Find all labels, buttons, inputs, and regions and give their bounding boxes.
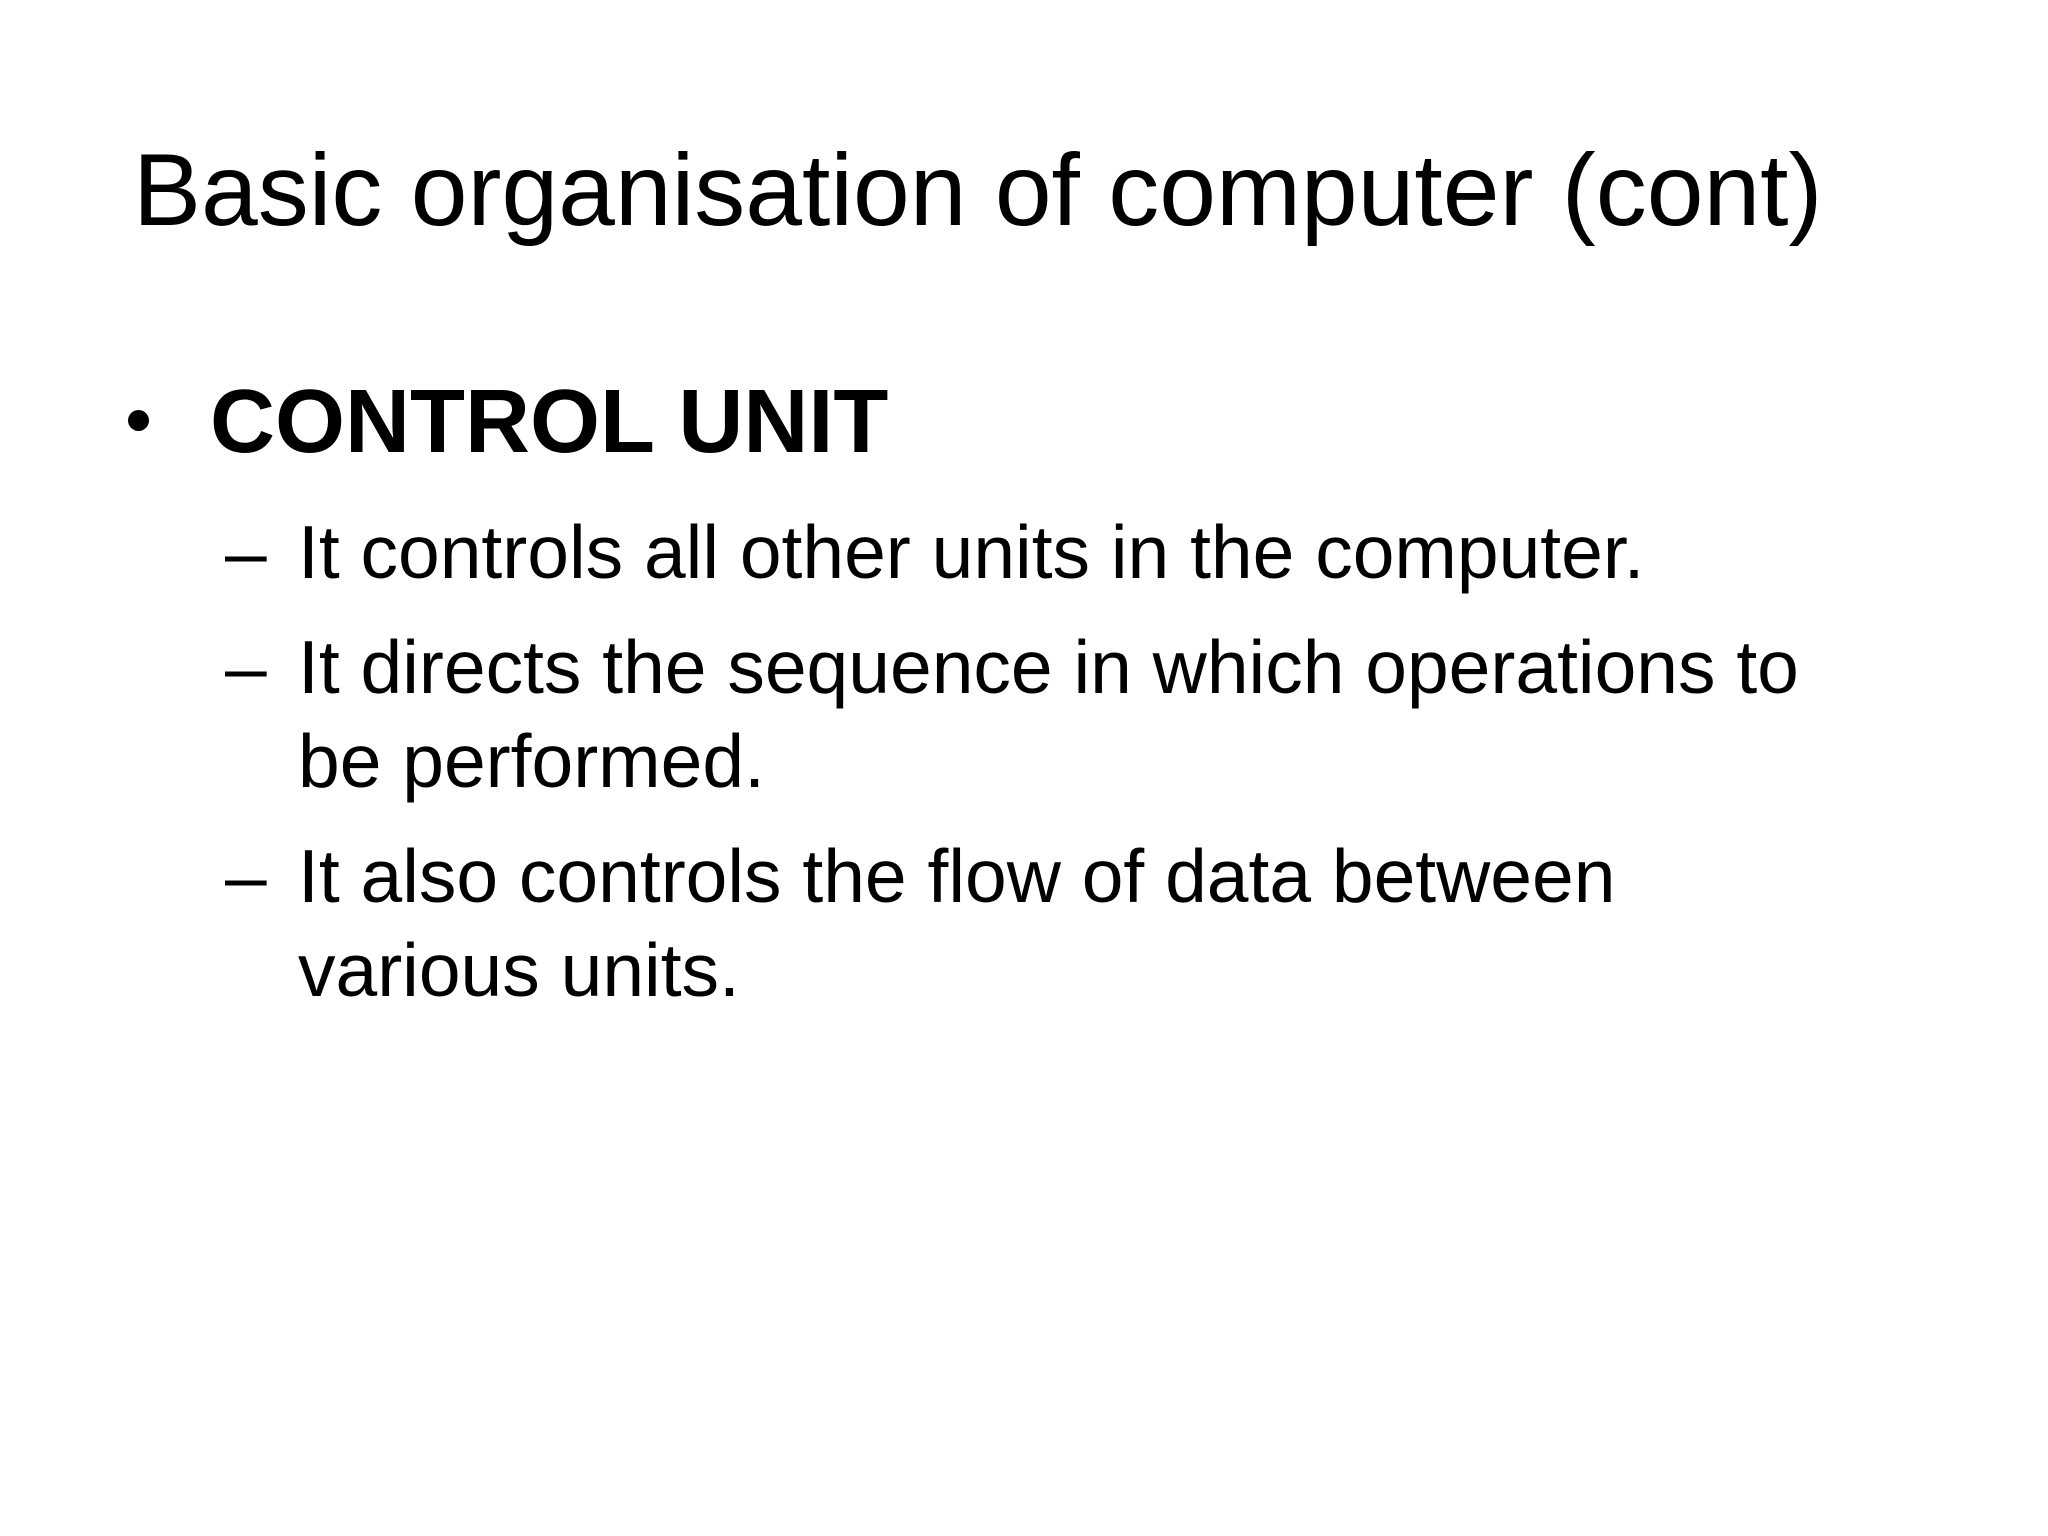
bullet-dot-icon — [128, 410, 149, 431]
sub-bullet-item: – It also controls the flow of data betw… — [0, 829, 1838, 1017]
sub-bullet-list: – It controls all other units in the com… — [0, 505, 1838, 1038]
sub-bullet-text: It also controls the flow of data betwee… — [298, 834, 1616, 1012]
dash-marker-icon: – — [225, 834, 267, 918]
sub-bullet-text: It controls all other units in the compu… — [298, 510, 1645, 594]
sub-bullet-text: It directs the sequence in which operati… — [298, 625, 1799, 803]
bullet-label: CONTROL UNIT — [210, 372, 889, 472]
slide-title: Basic organisation of computer (cont) — [133, 133, 1823, 247]
sub-bullet-item: – It controls all other units in the com… — [0, 505, 1838, 599]
bullet-item-control-unit: CONTROL UNIT — [0, 377, 2048, 467]
dash-marker-icon: – — [225, 510, 267, 594]
dash-marker-icon: – — [225, 625, 267, 709]
sub-bullet-item: – It directs the sequence in which opera… — [0, 620, 1838, 808]
